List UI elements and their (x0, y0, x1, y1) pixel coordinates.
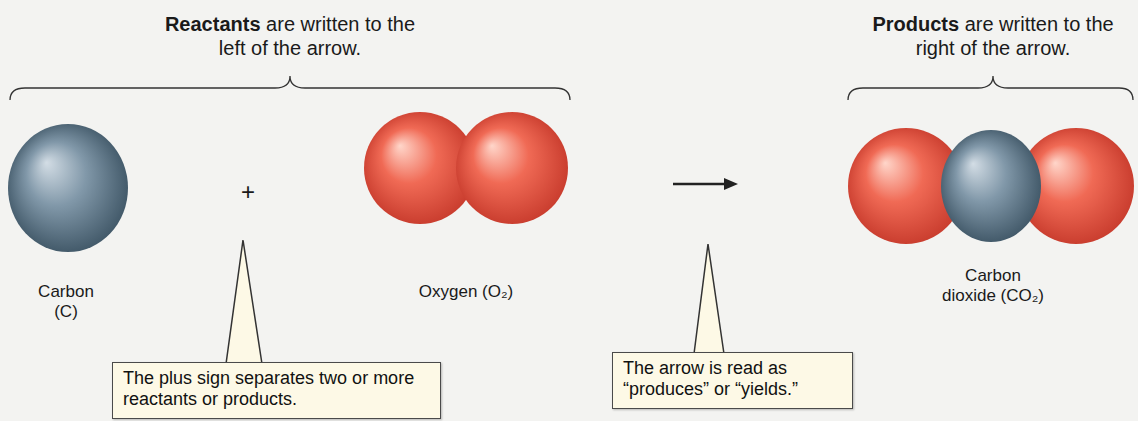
bracket (10, 76, 570, 100)
callout-box: The arrow is read as “produces” or “yiel… (612, 352, 853, 409)
heading-note-group: Reactantsare written to the left of the … (159, 12, 421, 60)
molecule-label: Carbon dioxide (CO₂) (942, 266, 1044, 305)
plus-sign: + (241, 178, 255, 205)
callout-pointer (694, 244, 724, 354)
molecule-label-group: Oxygen (O₂) (418, 282, 514, 302)
oxygen-atom (456, 112, 568, 224)
callout-text: The arrow is read as “produces” or “yiel… (623, 358, 841, 400)
molecule-label: Carbon (C) (38, 282, 94, 321)
carbon-atom (941, 130, 1041, 242)
molecule-label-group: Carbon (C) (24, 282, 108, 323)
reaction-arrow (673, 183, 728, 186)
heading-note-group: Productsare written to the right of the … (862, 12, 1124, 60)
molecule-label-group: Carbon dioxide (CO₂) (937, 266, 1049, 307)
reaction-arrowhead (724, 178, 738, 190)
carbon-atom (8, 124, 128, 252)
plus-sign-group: + (233, 178, 263, 207)
callout-text: The plus sign separates two or more reac… (123, 368, 429, 410)
molecule-label: Oxygen (O₂) (419, 282, 513, 301)
heading-note: Products (872, 13, 959, 35)
heading-note: Reactants (165, 13, 261, 35)
bracket (848, 76, 1133, 100)
callout-pointer (226, 240, 262, 364)
callout-box: The plus sign separates two or more reac… (112, 362, 441, 419)
